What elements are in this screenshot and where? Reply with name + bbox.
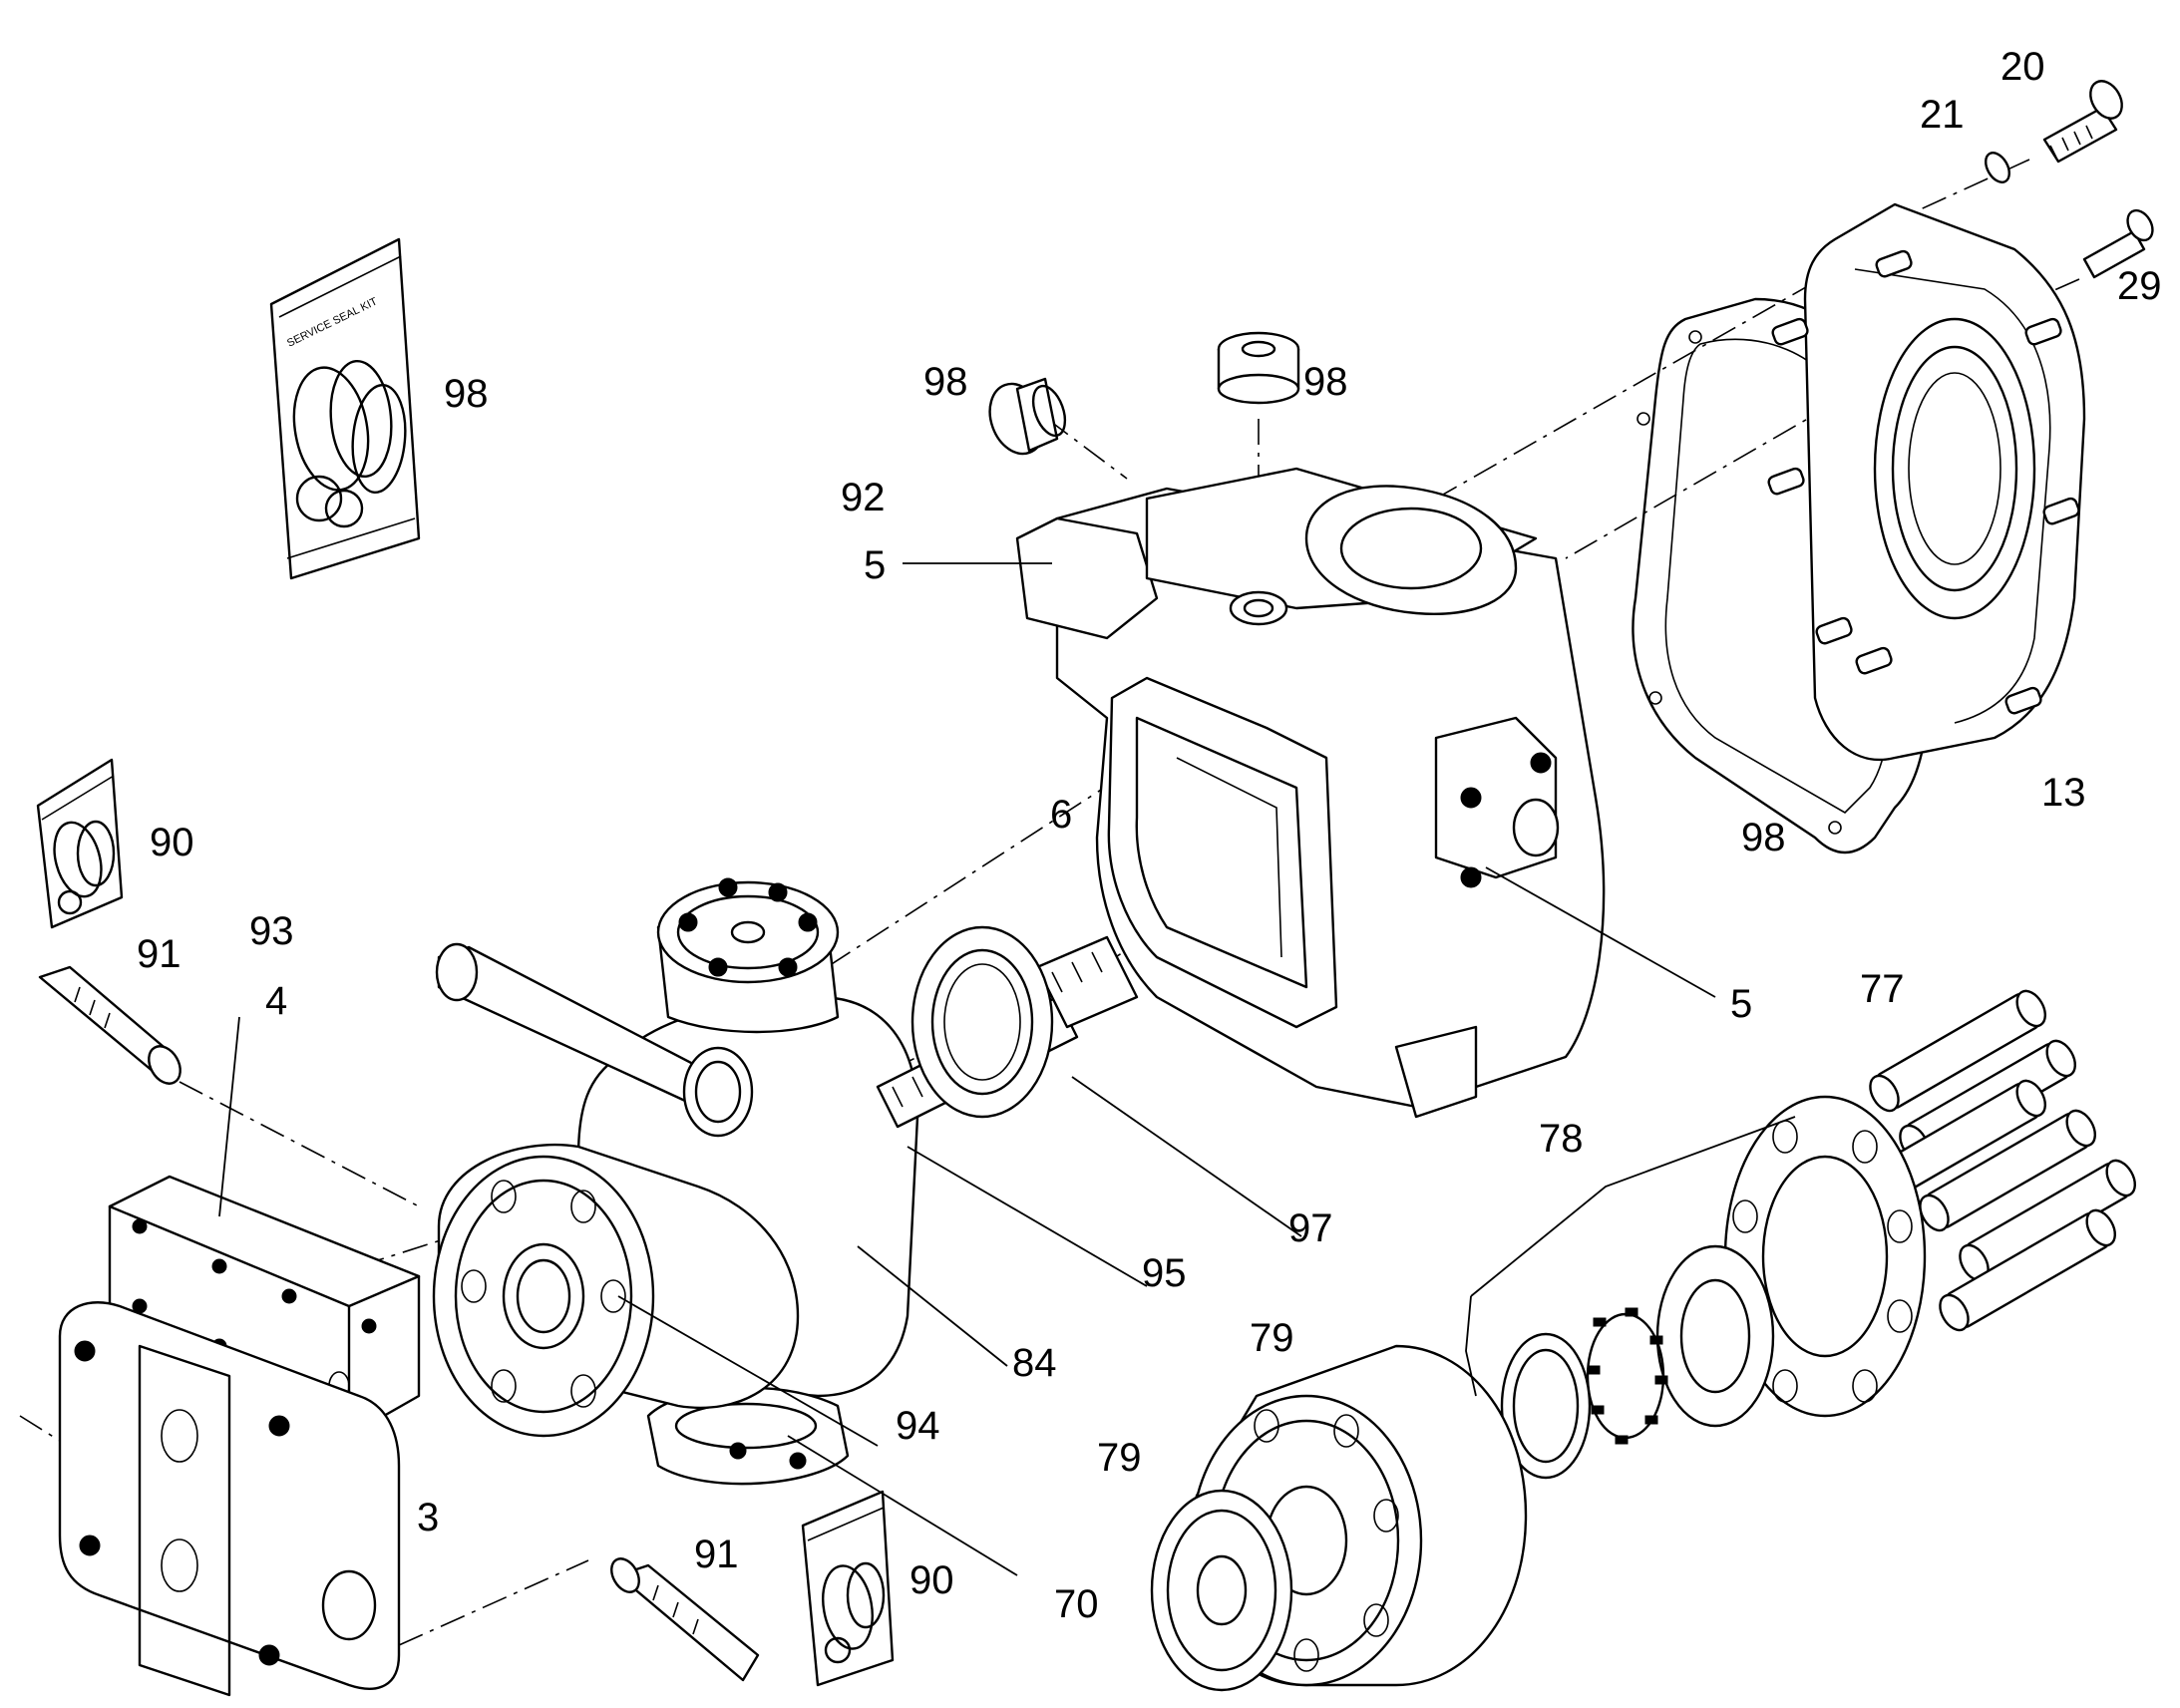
callout-98-plug-left: 98 — [923, 360, 968, 404]
callout-91-top: 91 — [137, 932, 182, 976]
callout-92: 92 — [841, 476, 886, 519]
callout-78: 78 — [1539, 1117, 1584, 1161]
stud-bolts — [1767, 249, 2080, 715]
callout-98-gasket: 98 — [1741, 816, 1786, 859]
seal-kit-bag-90-top — [36, 758, 124, 929]
callout-91-bottom: 91 — [694, 1533, 739, 1576]
callout-94: 94 — [896, 1404, 940, 1448]
port-plate-94 — [432, 1143, 800, 1438]
callout-20: 20 — [2000, 45, 2045, 89]
seal-kit-bag-90-bottom — [801, 1490, 895, 1687]
valve-cartridge-91-top — [38, 965, 182, 1085]
callout-90-top: 90 — [150, 821, 194, 864]
callout-21: 21 — [1920, 93, 1965, 137]
bearing-97 — [910, 925, 1054, 1119]
callout-5-top: 5 — [864, 543, 886, 587]
washer-21 — [1985, 152, 2010, 183]
callout-13: 13 — [2041, 771, 2086, 815]
callout-84: 84 — [1012, 1341, 1057, 1385]
callout-6: 6 — [1050, 793, 1072, 837]
ball-guide — [1655, 1244, 1775, 1428]
valve-plate-79 — [1150, 1489, 1293, 1692]
plug-98-top — [1217, 331, 1300, 405]
plug-98-left — [988, 377, 1067, 456]
callout-79-left: 79 — [1097, 1436, 1142, 1480]
callout-98-plug-top: 98 — [1303, 360, 1348, 404]
callout-77: 77 — [1860, 967, 1905, 1011]
callout-97: 97 — [1288, 1206, 1333, 1250]
leader-lines — [218, 562, 1796, 1576]
end-cap-13 — [1767, 202, 2086, 762]
pistons-77 — [1869, 989, 2137, 1332]
callout-90-bottom: 90 — [909, 1558, 954, 1602]
callout-4: 4 — [265, 979, 287, 1023]
callout-95: 95 — [1142, 1251, 1187, 1295]
callout-3: 3 — [417, 1496, 439, 1539]
callout-79-top: 79 — [1250, 1316, 1294, 1360]
seal-kit-bag-98: SERVICE SEAL KIT — [269, 237, 421, 580]
end-plate-3 — [58, 1301, 401, 1697]
pump-housing-6 — [1015, 467, 1606, 1119]
screw-20 — [2042, 80, 2123, 164]
callout-93: 93 — [249, 909, 294, 953]
screw-29 — [2082, 208, 2154, 279]
part-number-callouts: 20 21 29 98 98 98 92 5 6 13 98 90 91 93 … — [137, 45, 2162, 1626]
callout-98-bag: 98 — [444, 372, 489, 416]
shim-ring — [1500, 1332, 1592, 1480]
callout-5-right: 5 — [1730, 982, 1752, 1026]
callout-29: 29 — [2117, 264, 2162, 308]
spring-set — [1586, 1307, 1668, 1445]
valve-cartridge-91-bottom — [610, 1557, 760, 1682]
callout-70: 70 — [1054, 1582, 1099, 1626]
